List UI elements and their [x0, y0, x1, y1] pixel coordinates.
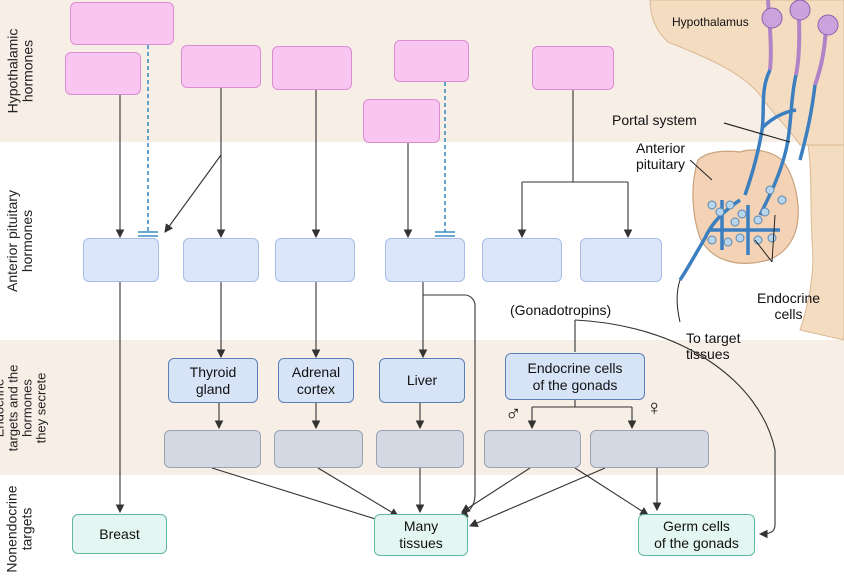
male-symbol: ♂ — [505, 401, 522, 426]
target-gonad-endocrine-cells: Endocrine cells of the gonads — [505, 353, 645, 400]
pituitary-hormone-box-6 — [580, 238, 662, 282]
label-endocrine-cells: Endocrine cells — [757, 290, 821, 322]
female-symbol: ♀ — [646, 395, 663, 420]
nonendocrine-germ-cells: Germ cells of the gonads — [638, 514, 755, 556]
target-thyroid-gland: Thyroid gland — [168, 358, 258, 403]
secreted-hormone-box-3 — [376, 430, 464, 468]
hypothalamic-hormone-box-4 — [272, 46, 352, 90]
hypothalamic-hormone-box-6 — [363, 99, 440, 143]
hypothalamic-hormone-box-2 — [65, 52, 141, 95]
target-liver: Liver — [379, 358, 465, 403]
neurons — [761, 0, 839, 86]
label-hypothalamus: Hypothalamus — [672, 15, 749, 29]
target-adrenal-cortex: Adrenal cortex — [278, 358, 354, 403]
pituitary-hormone-box-1 — [83, 238, 159, 282]
label-anterior-pituitary: Anterior pituitary — [636, 140, 686, 172]
pituitary-hormone-box-4 — [385, 238, 465, 282]
nonendocrine-breast: Breast — [72, 514, 167, 554]
nonendocrine-many-tissues: Many tissues — [374, 514, 468, 556]
secreted-hormone-box-4 — [484, 430, 581, 468]
secreted-hormone-box-5 — [590, 430, 709, 468]
endocrine-cell-clusters — [707, 185, 787, 247]
pituitary-hormone-box-5 — [482, 238, 562, 282]
hypothalamic-hormone-box-1 — [70, 2, 174, 45]
hypothalamic-hormone-box-5 — [394, 40, 469, 82]
pituitary-hormone-box-3 — [275, 238, 355, 282]
gonadotropins-label: (Gonadotropins) — [510, 302, 612, 318]
label-to-target-tissues: To target tissues — [686, 330, 741, 362]
illustration-leader-lines — [676, 122, 791, 323]
hypothalamic-hormone-box-3 — [181, 45, 261, 88]
portal-vessels — [678, 69, 817, 281]
label-portal-system: Portal system — [612, 112, 697, 128]
hypothalamic-hormone-box-7 — [532, 46, 614, 90]
secreted-hormone-box-2 — [274, 430, 363, 468]
pituitary-hormone-box-2 — [183, 238, 259, 282]
secreted-hormone-box-1 — [164, 430, 261, 468]
